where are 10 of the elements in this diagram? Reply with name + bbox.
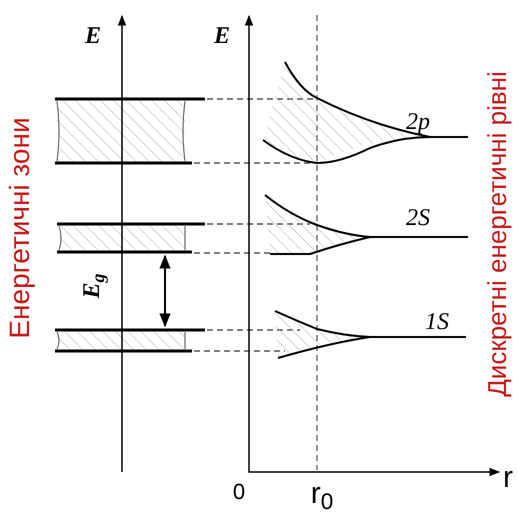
level-label: 2p <box>406 110 430 134</box>
axis-label: E <box>214 24 230 48</box>
axis-label: E <box>85 24 101 48</box>
vertical-caption: Дискретні енергетичні рівні <box>484 71 510 397</box>
axis-label: r <box>503 463 513 493</box>
origin-label: 0 <box>232 481 246 503</box>
axis-label: r$_{0}$ <box>310 479 334 509</box>
level-label: 1S <box>425 310 449 334</box>
vertical-caption: Енергетичні зони <box>6 117 34 339</box>
level-label: 2S <box>406 206 430 230</box>
